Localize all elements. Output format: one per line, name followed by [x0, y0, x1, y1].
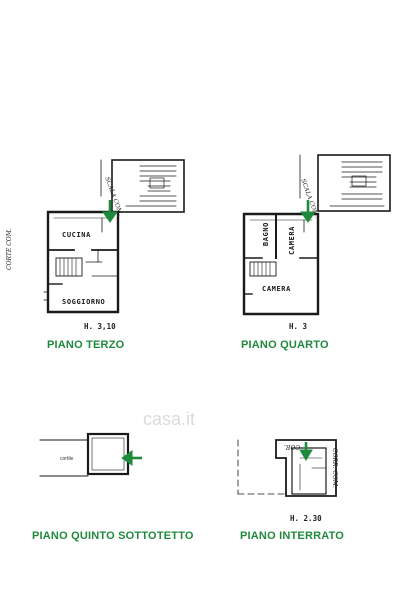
watermark: casa.it	[143, 409, 196, 429]
caption-piano-quarto: PIANO QUARTO	[241, 339, 329, 351]
stair-block	[111, 159, 185, 213]
room-label-cucina: CUCINA	[62, 231, 91, 239]
arrow-terzo	[102, 200, 118, 223]
plan-quinto	[39, 432, 130, 477]
height-label: H. 3,10	[84, 322, 116, 331]
internal-stair	[249, 261, 277, 277]
plan-interrato	[237, 439, 337, 497]
caption-piano-interrato: PIANO INTERRATO	[240, 530, 345, 542]
stair-block	[317, 154, 391, 212]
caption-piano-terzo: PIANO TERZO	[47, 339, 125, 351]
sottotetto-room	[86, 432, 130, 476]
arrow-interrato	[299, 442, 313, 461]
stair-treads	[139, 165, 177, 202]
note-corte: CORTE COM.	[6, 228, 13, 270]
height-label: H. 3	[289, 322, 308, 331]
caption-piano-quinto: PIANO QUINTO SOTTOTETTO	[32, 530, 194, 542]
note-corr: CORR. COM.	[331, 448, 338, 488]
room-label-camera: CAMERA	[262, 285, 291, 293]
apartment-walls	[46, 210, 120, 314]
room-label-soggiorno: SOGGIORNO	[62, 298, 106, 306]
height-label: H. 2.30	[290, 514, 322, 523]
room-label-camera-small: CAMERA	[288, 226, 296, 255]
arrow-quarto	[300, 200, 316, 223]
room-label-bagno: BAGNO	[262, 222, 270, 247]
cellar-walls	[275, 439, 337, 497]
entrance-arrows	[102, 200, 316, 466]
apartment-walls	[242, 212, 320, 316]
note-cor: COR.	[284, 443, 300, 450]
plan-quarto	[242, 154, 391, 316]
internal-stair	[55, 257, 83, 277]
note-cortile: cortile	[60, 456, 74, 462]
arrow-quinto	[121, 450, 142, 466]
plan-terzo	[43, 159, 185, 314]
cellar-room	[291, 447, 327, 495]
